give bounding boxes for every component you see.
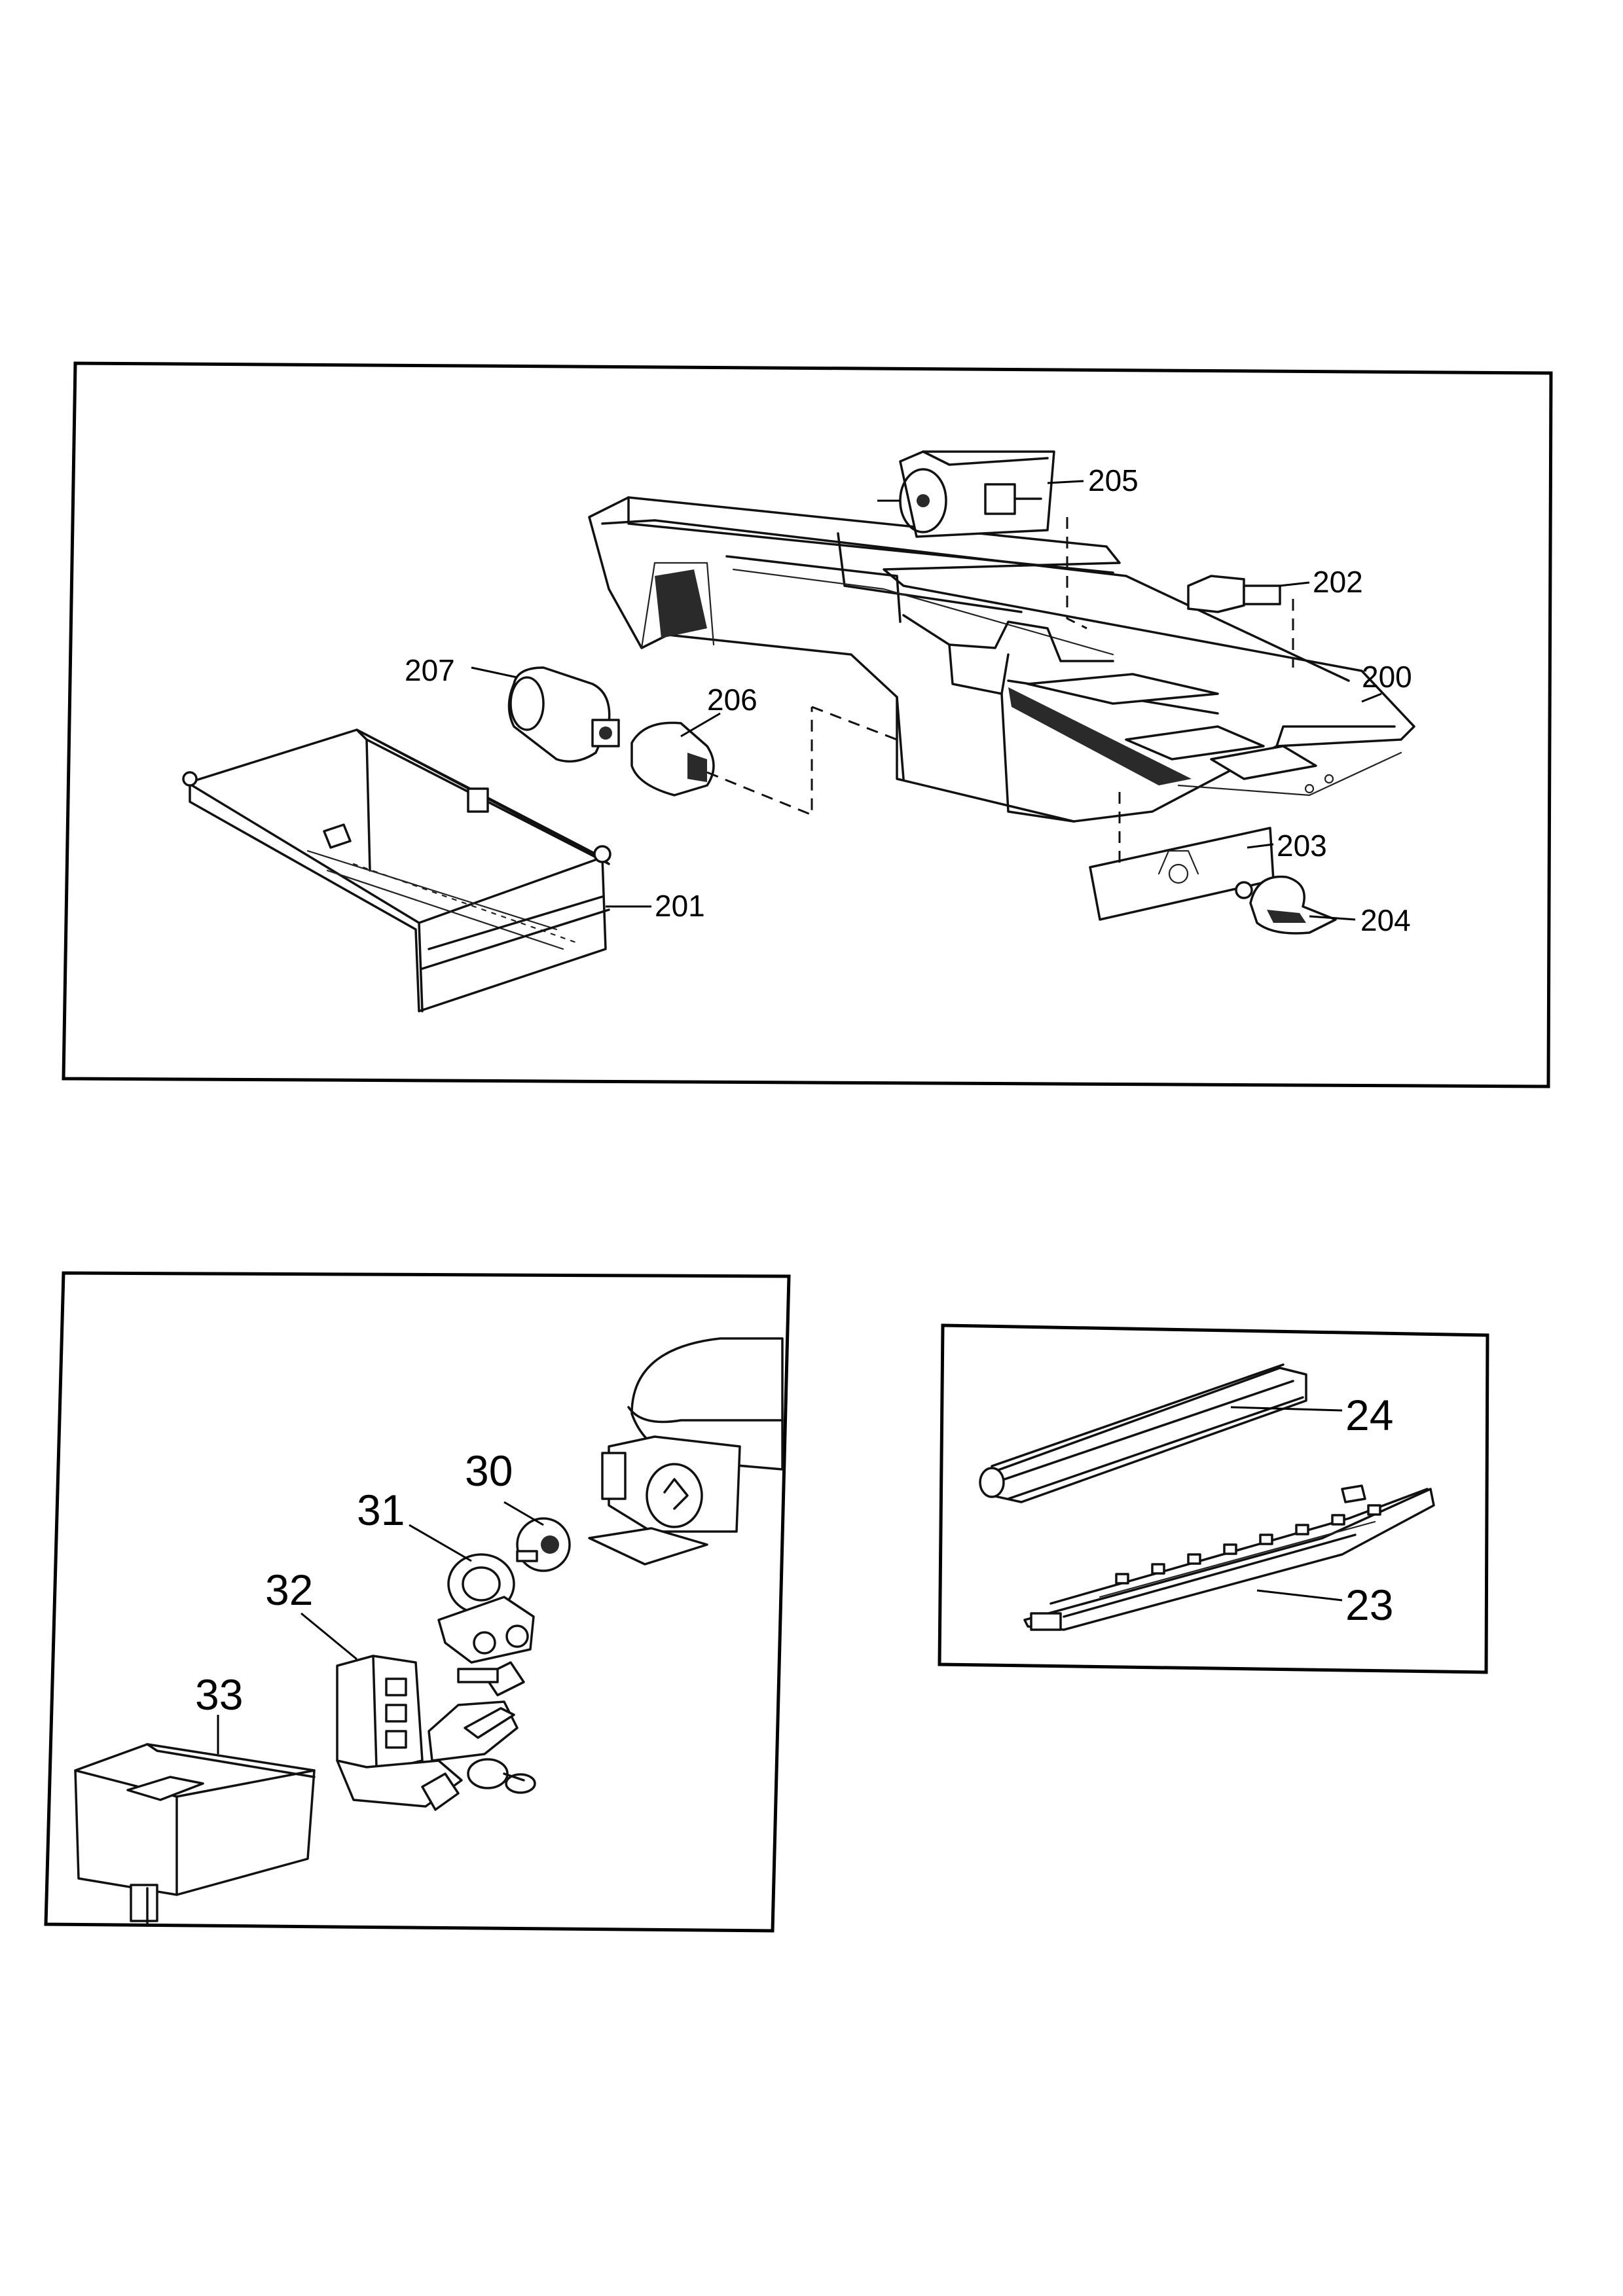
compressor-drawing — [588, 1337, 784, 1566]
overload-drawing — [516, 1517, 571, 1572]
label-203: 203 — [1277, 829, 1327, 863]
switch-drawing — [1187, 575, 1294, 668]
fan-blade-drawing — [630, 707, 813, 817]
label-202: 202 — [1313, 565, 1363, 599]
bracket-drawing — [336, 1655, 536, 1811]
label-206: 206 — [707, 683, 757, 717]
rail-drawing — [979, 1363, 1307, 1503]
label-33: 33 — [195, 1670, 243, 1719]
drawer-drawing — [182, 728, 611, 1013]
label-32: 32 — [265, 1566, 313, 1614]
label-207: 207 — [405, 653, 455, 687]
terminal-cover-drawing — [74, 1743, 316, 1926]
bottom-left-panel: 30 31 32 33 — [44, 1271, 791, 1933]
bottom-right-panel: 24 23 — [938, 1323, 1489, 1674]
label-24: 24 — [1345, 1391, 1393, 1439]
timer-control-drawing — [877, 450, 1087, 630]
fan-motor-drawing — [507, 666, 620, 763]
top-panel-frame — [62, 361, 1553, 1088]
label-201: 201 — [655, 889, 705, 923]
bottom-left-panel-frame — [44, 1271, 791, 1933]
tray-rail-drawing — [1023, 1484, 1435, 1631]
knob-drawing — [1235, 875, 1337, 935]
evaporator-housing-drawing — [588, 496, 1415, 823]
relay-drawing — [437, 1553, 535, 1696]
top-panel: 205 202 200 207 206 203 204 201 — [62, 361, 1553, 1088]
label-205: 205 — [1088, 463, 1139, 497]
label-31: 31 — [357, 1486, 405, 1534]
bottom-right-panel-frame — [938, 1323, 1489, 1674]
label-30: 30 — [465, 1446, 513, 1495]
label-23: 23 — [1345, 1581, 1393, 1629]
label-204: 204 — [1360, 903, 1411, 937]
label-200: 200 — [1362, 660, 1412, 694]
